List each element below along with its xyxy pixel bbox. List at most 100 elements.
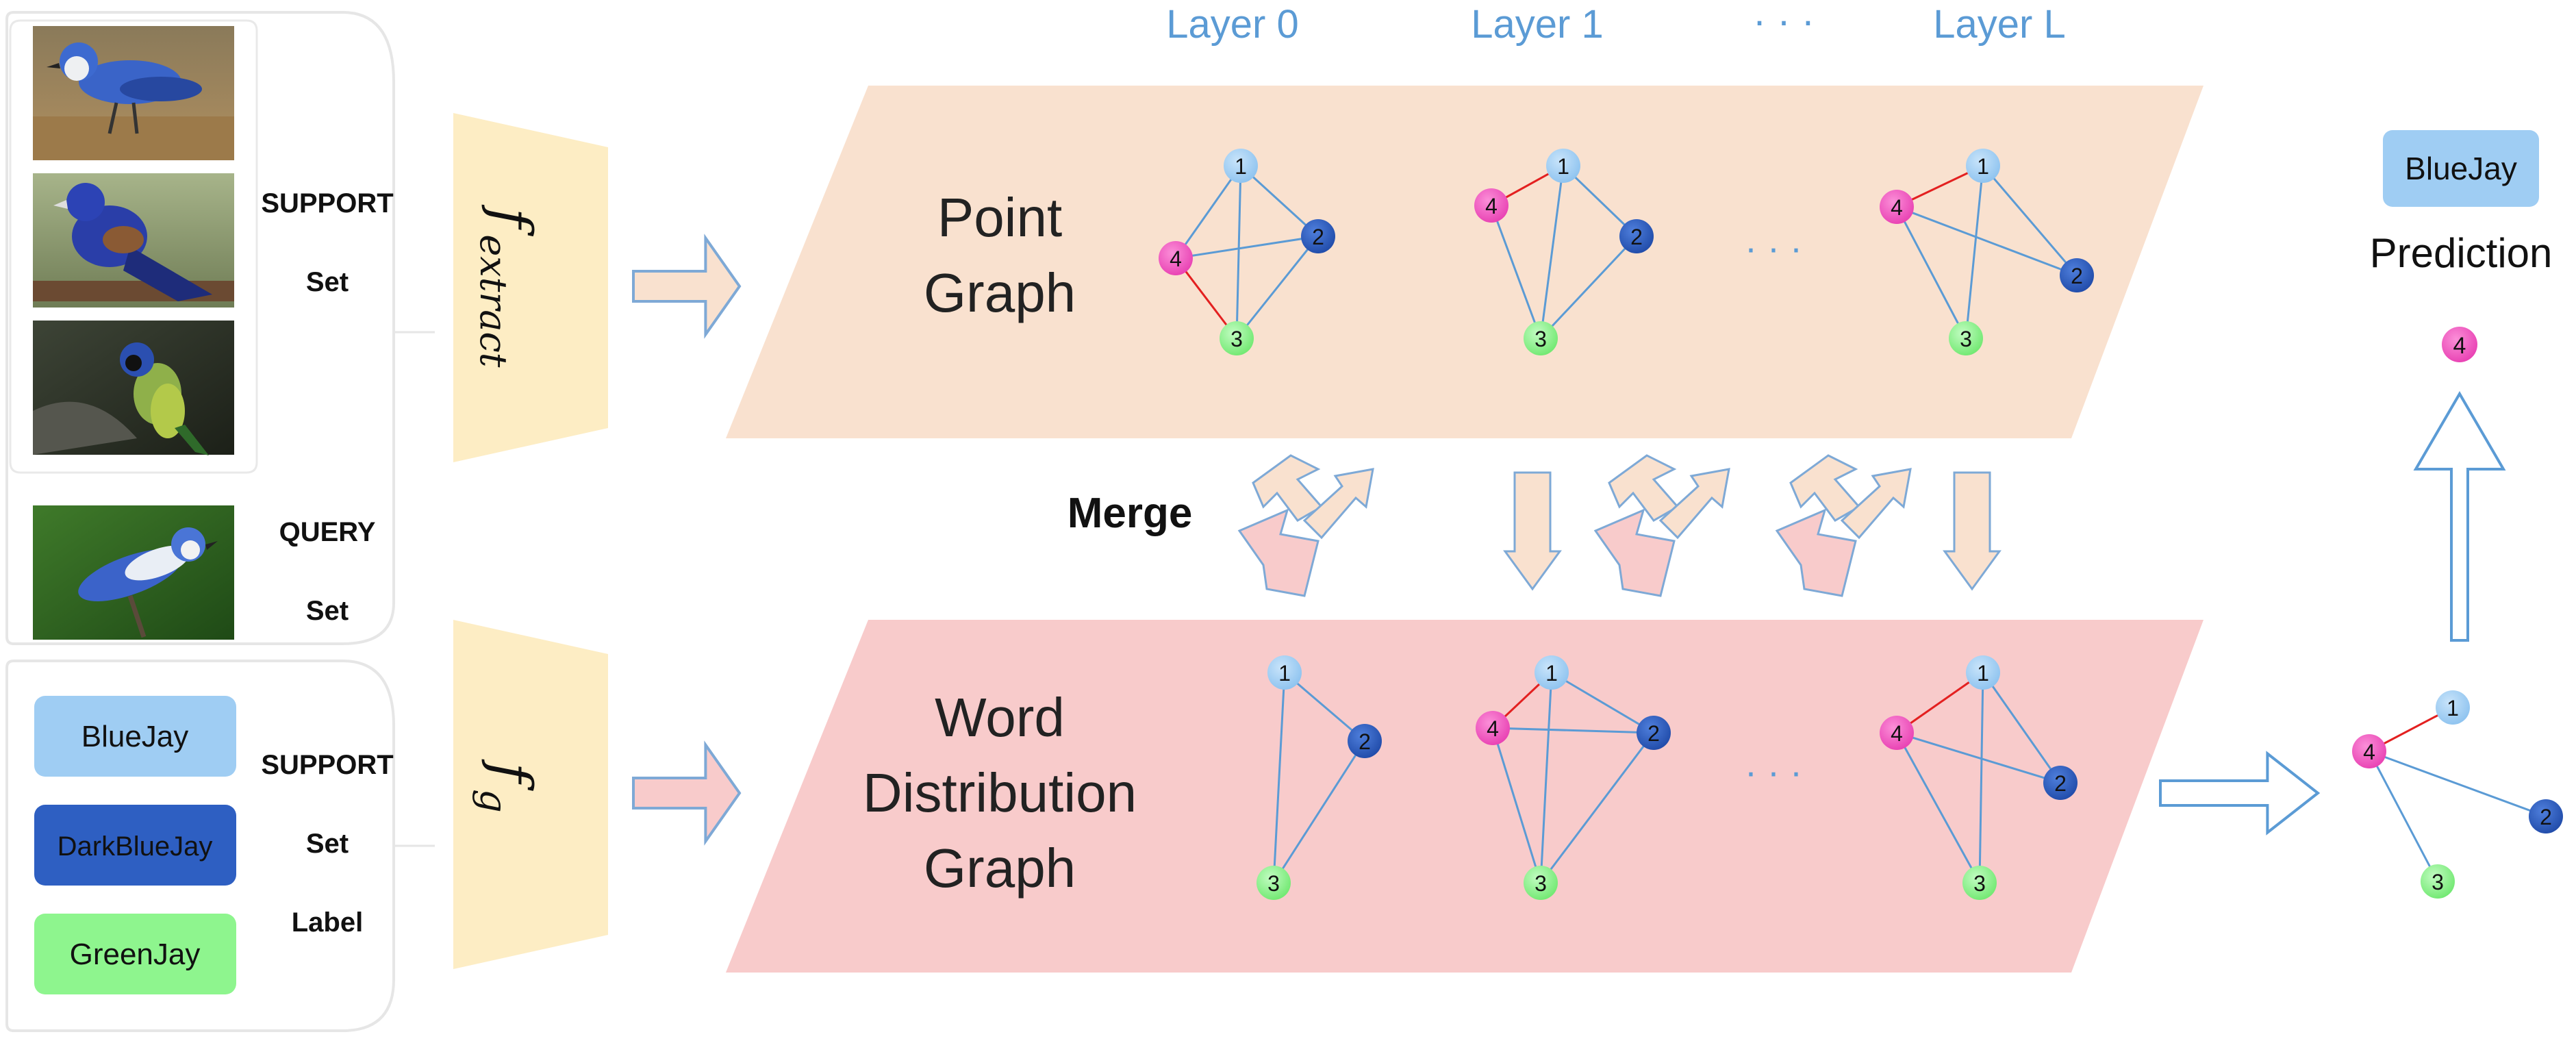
point-graph-panel [726,86,2204,438]
edge-2-3 [1272,740,1366,883]
node-2-label: 2 [2540,805,2552,829]
node-3 [1962,866,1997,900]
edge-1-4 [1896,671,1984,734]
merge-symbol-2 [1593,454,1730,597]
edge-3-4 [1895,206,1967,339]
layer-1-label: Layer 1 [1471,2,1603,47]
word-graph-title-1: Word [935,687,1065,748]
edge-1-3 [1272,672,1286,883]
label-bracket [5,660,395,1032]
edge-1-3 [1235,165,1242,339]
node-4 [1880,716,1914,750]
node-1-label: 1 [1977,154,1989,179]
edge-1-3 [1539,672,1553,883]
node-4-label: 4 [1170,247,1182,271]
label-greenjay-text: GreenJay [70,938,201,971]
edge-1-3 [1965,165,1984,339]
f-extract-sub: extract [472,234,515,367]
query-set-subtitle: Set [306,596,349,626]
edge-1-4 [1174,165,1242,259]
node-1-label: 1 [1545,661,1558,686]
node-3-label: 3 [1230,327,1243,351]
node-2 [2043,766,2078,800]
layer-0-label: Layer 0 [1166,2,1298,47]
node-4-label: 4 [1891,721,1903,746]
node-2-label: 2 [1359,729,1371,754]
node-3 [1524,321,1558,355]
point-graph-dots: · · · [1745,227,1802,268]
edge-3-4 [1490,205,1542,339]
node-2 [2060,258,2094,292]
node-3 [1524,866,1558,900]
node-4-label: 4 [1891,195,1903,220]
node-2-label: 2 [1630,225,1643,249]
edge-3-4 [1895,732,1981,883]
node-1 [1535,655,1569,690]
node-3-label: 3 [1973,871,1986,896]
f-g-sub: g [472,789,515,813]
edge-2-3 [1235,236,1319,339]
f-extract-module: f extract [453,113,608,462]
edge-2-4 [1492,727,1654,734]
node-3-label: 3 [1535,871,1547,896]
node-4 [1476,711,1510,745]
point-graph-layer-l: 1 2 3 4 [1880,149,2094,355]
merge-symbol-1 [1237,454,1374,597]
node-1-label: 1 [1977,661,1989,686]
label-bluejay-box: BlueJay [34,696,236,777]
node-1 [1966,149,2000,183]
edge-1-2 [1982,672,2062,783]
node-1-label: 1 [1557,154,1569,179]
word-graph-layer-1: 1 2 3 4 [1476,655,1671,900]
arrow-to-point-graph [632,234,742,339]
node-4 [1880,190,1914,224]
green-jay-photo [33,321,234,455]
query-set-title: QUERY [279,517,376,547]
node-1 [1546,149,1580,183]
node-1 [1267,655,1302,690]
word-graph-panel [726,620,2204,973]
support-label-title: SUPPORT [261,750,393,780]
f-g-module: f g [453,620,608,969]
edge-3-4 [2368,751,2439,882]
label-bluejay-text: BlueJay [81,720,189,753]
node-4-label: 4 [1485,194,1498,218]
prediction-box-text: BlueJay [2405,151,2517,186]
node-4-label: 4 [1487,716,1499,741]
prediction-box: BlueJay [2383,130,2539,207]
arrow-to-word-graph [632,740,742,846]
node-4-label: 4 [2363,740,2375,764]
edge-1-2 [1239,164,1319,238]
node-2 [1637,716,1671,750]
node-3 [1220,321,1254,355]
word-graph-layer-0: 1 2 3 [1257,655,1382,900]
query-blue-jay-photo [33,505,234,640]
support-set-subtitle: Set [306,267,349,297]
merge-down-arrow-1 [1503,471,1562,591]
node-4 [1159,241,1193,275]
edge-2-4 [1896,205,2078,277]
edge-1-3 [1978,672,1984,883]
support-label-label: Label [292,907,363,938]
label-greenjay-box: GreenJay [34,914,236,994]
edge-1-2 [1284,671,1365,742]
node-1-label: 1 [1278,661,1291,686]
node-2-label: 2 [2071,264,2083,288]
node-3-label: 3 [1267,871,1280,896]
prediction-node: 4 [2442,327,2477,362]
prediction-node-label: 4 [2453,333,2466,359]
dark-blue-jay-photo [33,173,234,308]
node-3-label: 3 [1960,327,1972,351]
word-graph-dots: · · · [1745,751,1802,792]
edge-2-4 [1896,731,2061,784]
edge-1-2 [1551,671,1654,734]
word-graph-title-2: Distribution [863,762,1137,823]
node-4 [2352,734,2386,768]
node-2 [1619,219,1654,253]
node-2-label: 2 [1647,721,1660,746]
support-query-bracket [5,11,395,645]
merge-label: Merge [1068,490,1193,537]
